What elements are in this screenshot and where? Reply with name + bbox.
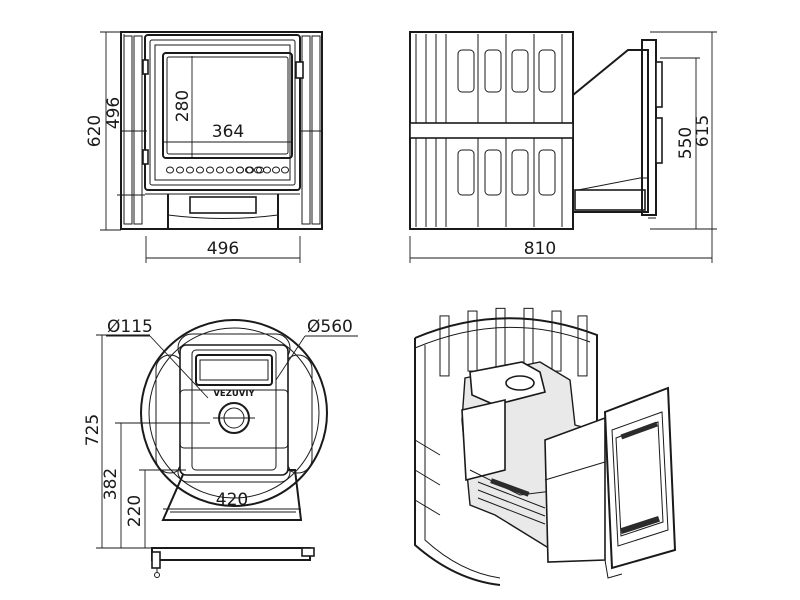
- dim-top-tunnel-length: 220: [125, 495, 145, 527]
- door-glass: [162, 52, 293, 159]
- top-front-plate: [151, 547, 311, 561]
- side-tunnel: [572, 49, 649, 213]
- iso-cylinder-front: [414, 338, 501, 586]
- air-vent-hole: [263, 166, 271, 174]
- dim-glass-height: 280: [173, 90, 193, 122]
- front-door-frame: [144, 34, 301, 191]
- top-dimensions: [96, 334, 358, 549]
- side-cage-band: [409, 122, 574, 139]
- dim-glass-width: 364: [212, 122, 244, 142]
- iso-cage-slat: [577, 315, 588, 377]
- side-dimensions: [409, 31, 717, 263]
- dim-top-tunnel-width: 420: [216, 490, 248, 510]
- front-side-bars: [121, 35, 322, 225]
- front-dimensions: [100, 31, 301, 263]
- dim-side-door-height: 550: [676, 127, 696, 159]
- air-vent-hole: [245, 166, 253, 174]
- air-vent-row: [166, 166, 289, 174]
- air-vent-hole: [196, 166, 204, 174]
- dim-body-diameter: Ø560: [307, 317, 353, 337]
- air-vent-hole: [281, 166, 289, 174]
- air-vent-hole: [236, 166, 244, 174]
- air-vent-hole: [176, 166, 184, 174]
- iso-door: [603, 386, 677, 570]
- air-vent-hole: [186, 166, 194, 174]
- iso-tunnel: [544, 416, 606, 563]
- top-view: VEZUVIY 725 382 220 420 Ø115 Ø560: [83, 317, 358, 578]
- air-vent-hole: [254, 166, 262, 174]
- dim-front-width: 496: [207, 239, 239, 259]
- dim-top-length-total: 725: [83, 414, 103, 446]
- iso-grate: [477, 478, 546, 525]
- air-vent-hole: [206, 166, 214, 174]
- air-vent-hole: [166, 166, 174, 174]
- iso-cage-slat: [439, 315, 450, 377]
- air-vent-hole: [226, 166, 234, 174]
- front-view: 620 496 280 364 496: [85, 31, 323, 263]
- top-body-circle: [140, 319, 328, 507]
- dim-top-center-offset: 382: [101, 468, 121, 500]
- air-vent-hole: [272, 166, 280, 174]
- side-inner-slots: [457, 49, 556, 196]
- dim-front-height-body: 496: [104, 97, 124, 129]
- side-view: 810 550 615: [409, 31, 717, 263]
- air-vent-hole: [216, 166, 224, 174]
- dim-side-height-total: 615: [693, 115, 713, 147]
- brand-logo: VEZUVIY: [213, 389, 255, 399]
- door-handle: [295, 61, 304, 79]
- iso-cylinder-back: [414, 317, 598, 430]
- dim-side-depth: 810: [524, 239, 556, 259]
- iso-cage-slat: [523, 307, 534, 369]
- dim-front-height-total: 620: [85, 115, 105, 147]
- dim-chimney-diameter: Ø115: [107, 317, 153, 337]
- iso-cage-slat: [551, 310, 562, 372]
- ash-pit: [167, 194, 279, 229]
- iso-view: [414, 307, 677, 586]
